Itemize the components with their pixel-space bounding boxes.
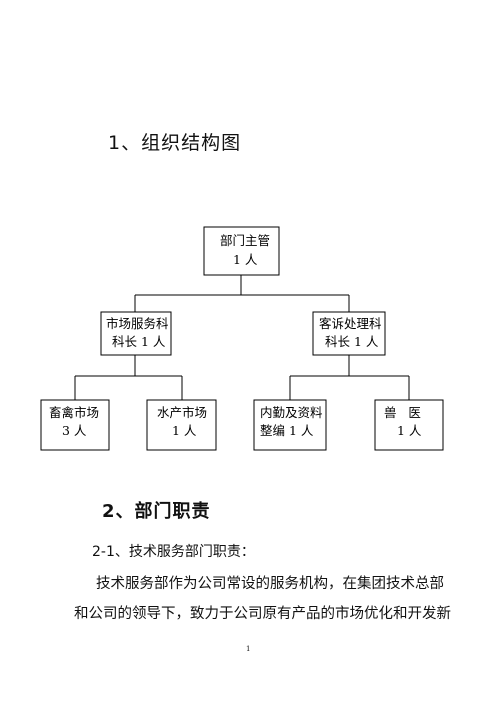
- node-count: 科长 1 人: [112, 334, 166, 349]
- node-title: 兽 医: [384, 405, 421, 420]
- org-node-department-head: 部门主管 1 人: [203, 226, 280, 276]
- org-node-aquatic-market: 水产市场 1 人: [146, 399, 217, 451]
- org-node-complaint-handling: 客诉处理科 科长 1 人: [312, 311, 386, 356]
- node-title: 畜禽市场: [49, 405, 99, 420]
- node-title: 市场服务科: [106, 316, 169, 331]
- section-1-heading: 1、组织结构图: [108, 132, 242, 154]
- paragraph-line-1: 技术服务部作为公司常设的服务机构，在集团技术总部: [96, 576, 444, 592]
- node-title: 部门主管: [220, 233, 270, 248]
- node-count: 1 人: [172, 423, 197, 438]
- node-count: 整编 1 人: [260, 423, 314, 438]
- paragraph-line-2: 和公司的领导下，致力于公司原有产品的市场优化和开发新: [74, 606, 451, 622]
- node-title: 水产市场: [157, 405, 207, 420]
- org-node-office-records: 内勤及资料 整编 1 人: [253, 399, 327, 451]
- subsection-heading: 2-1、技术服务部门职责：: [92, 544, 255, 560]
- node-title: 客诉处理科: [319, 316, 382, 331]
- page-number: 1: [246, 645, 251, 653]
- org-node-veterinarian: 兽 医 1 人: [374, 399, 444, 451]
- node-count: 3 人: [62, 423, 87, 438]
- org-node-poultry-market: 畜禽市场 3 人: [40, 399, 110, 451]
- section-2-heading: 2、部门职责: [102, 501, 211, 522]
- node-title: 内勤及资料: [260, 405, 323, 420]
- node-count: 1 人: [233, 252, 258, 267]
- node-count: 1 人: [397, 423, 422, 438]
- node-count: 科长 1 人: [325, 334, 379, 349]
- org-node-market-service: 市场服务科 科长 1 人: [100, 311, 172, 356]
